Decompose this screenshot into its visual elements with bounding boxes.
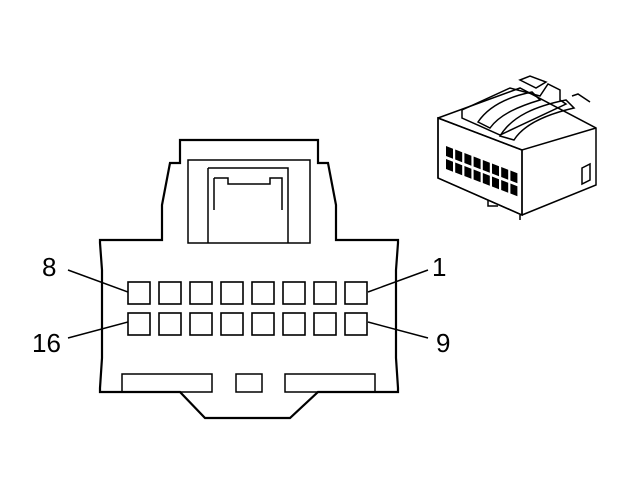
- pin-cavity-9: [344, 312, 368, 336]
- leader-top-right: [367, 269, 429, 293]
- pin-label-top-right: 1: [432, 252, 446, 282]
- latch-tongue: [207, 167, 289, 243]
- leader-top-left: [67, 269, 129, 293]
- connector-face-outline: [98, 138, 400, 420]
- isometric-cavity: [492, 176, 499, 190]
- isometric-cavity: [510, 183, 518, 197]
- pin-cavity-10: [313, 312, 337, 336]
- pin-cavity-13: [220, 312, 244, 336]
- pin-cavity-12: [251, 312, 275, 336]
- isometric-cavity: [501, 180, 509, 193]
- isometric-cavity: [510, 170, 518, 184]
- pin-cavity-7: [158, 281, 182, 305]
- isometric-cavity: [455, 162, 463, 176]
- pin-cavities: [127, 281, 368, 336]
- pin-label-top-left: 8: [42, 252, 56, 282]
- pin-cavity-14: [189, 312, 213, 336]
- connector-isometric-view: [437, 75, 597, 220]
- isometric-cavity: [446, 159, 453, 172]
- pin-cavity-1: [344, 281, 368, 305]
- isometric-cavity: [446, 146, 453, 159]
- pin-label-bottom-right: 9: [436, 328, 450, 358]
- isometric-cavity: [473, 156, 481, 170]
- isometric-cavity: [492, 163, 499, 177]
- isometric-cavity: [482, 160, 490, 173]
- isometric-cavity: [464, 166, 472, 179]
- isometric-cavity: [464, 153, 472, 166]
- leader-bottom-right: [367, 321, 429, 339]
- isometric-cavities: [446, 146, 518, 197]
- isometric-cavity: [482, 173, 490, 186]
- pin-cavity-15: [158, 312, 182, 336]
- pin-cavity-16: [127, 312, 151, 336]
- isometric-cavity: [473, 169, 481, 183]
- leader-bottom-left: [67, 321, 129, 339]
- pin-cavity-6: [189, 281, 213, 305]
- pin-cavity-8: [127, 281, 151, 305]
- pin-label-bottom-left: 16: [32, 328, 61, 358]
- pin-cavity-4: [251, 281, 275, 305]
- bottom-key-left: [121, 373, 213, 393]
- pin-cavity-11: [282, 312, 306, 336]
- pin-cavity-3: [282, 281, 306, 305]
- pin-cavity-2: [313, 281, 337, 305]
- isometric-cavity: [455, 149, 463, 163]
- isometric-cavity: [501, 167, 509, 180]
- latch-window: [187, 159, 311, 244]
- bottom-key-center: [235, 373, 263, 393]
- pin-cavity-5: [220, 281, 244, 305]
- bottom-key-right: [284, 373, 376, 393]
